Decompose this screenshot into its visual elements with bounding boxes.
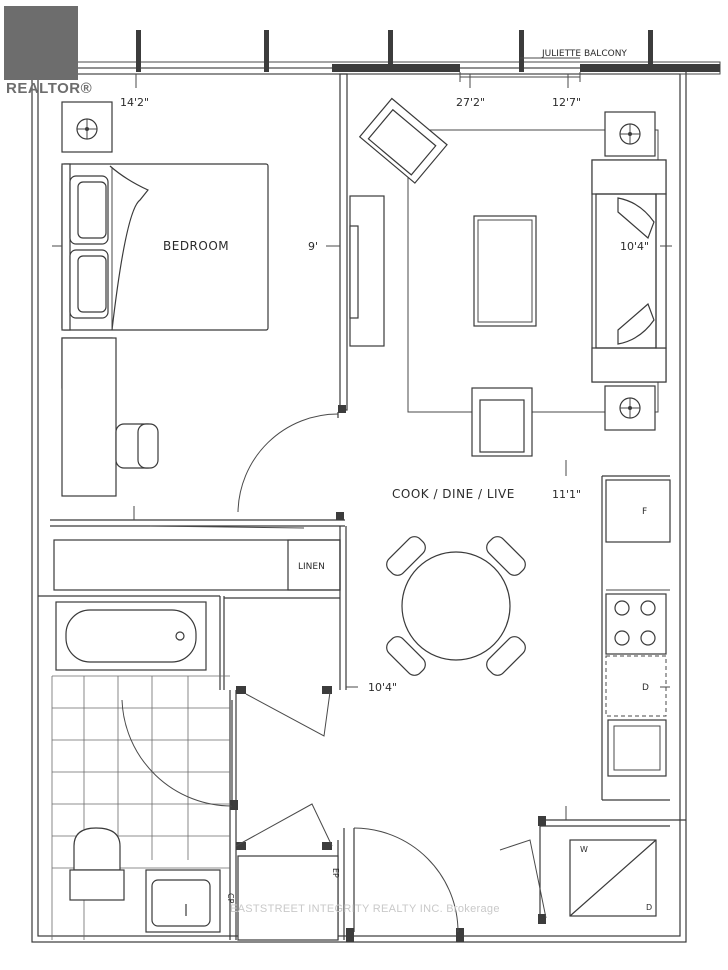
ep-label: EP — [331, 868, 340, 878]
utility-closet — [237, 855, 339, 941]
sink — [145, 869, 221, 933]
linen-label: LINEN — [298, 562, 325, 572]
dim-living-depth: 10'4" — [620, 240, 649, 253]
bed — [61, 163, 269, 331]
bedroom-label: BEDROOM — [163, 239, 229, 253]
watermark: EASTSTREET INTEGRITY REALTY INC. Brokera… — [230, 903, 500, 915]
toilet — [69, 827, 125, 901]
coffee-table — [473, 215, 537, 327]
dim-balcony-1: 27'2" — [456, 96, 485, 109]
tv-unit — [349, 195, 385, 347]
balcony-label: JULIETTE BALCONY — [541, 49, 627, 59]
realtor-logo-icon — [4, 6, 78, 80]
dim-kitchen-depth: 11'1" — [552, 488, 581, 501]
living-label: COOK / DINE / LIVE — [392, 487, 515, 501]
interior-walls — [38, 73, 686, 942]
fridge-label: F — [642, 507, 647, 517]
armchair — [358, 97, 533, 457]
kitchen — [605, 479, 671, 777]
dim-balcony-2: 12'7" — [552, 96, 581, 109]
dim-bed-width: 14'2" — [120, 96, 149, 109]
dim-bed-depth: 9' — [308, 240, 318, 253]
dishwasher-label: D — [642, 683, 649, 693]
dryer-label: D — [646, 903, 652, 912]
sofa — [591, 159, 667, 383]
desk — [61, 337, 159, 497]
door-swings — [121, 412, 547, 933]
dim-hall-width: 10'4" — [368, 681, 397, 694]
realtor-logo-text: REALTOR® — [6, 80, 93, 97]
dimension-markers — [52, 74, 672, 820]
bathtub — [55, 601, 207, 671]
laundry — [569, 839, 657, 917]
cp-label: CP — [226, 893, 235, 904]
washer-label: W — [580, 845, 588, 854]
dining-table — [386, 536, 526, 676]
